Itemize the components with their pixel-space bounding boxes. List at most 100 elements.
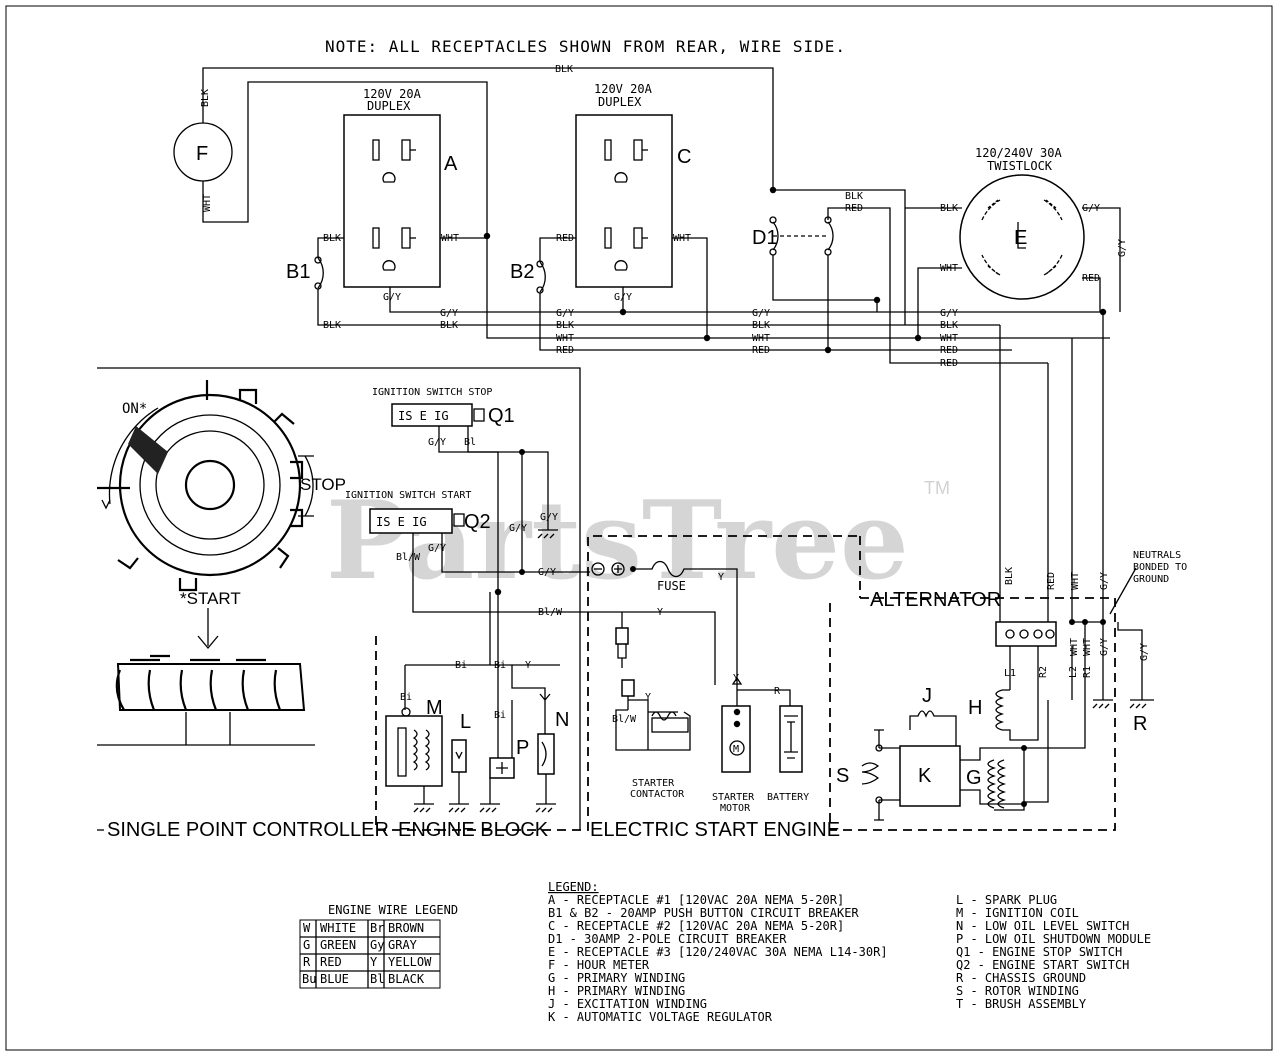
primary-winding-g: G	[960, 700, 1086, 811]
svg-text:Bu: Bu	[302, 972, 316, 986]
wire-label-y-block: Y	[525, 660, 531, 671]
svg-text:MOTOR: MOTOR	[720, 803, 751, 814]
legend-b: B1 & B2 - 20AMP PUSH BUTTON CIRCUIT BREA…	[548, 906, 859, 920]
wire-label-y-starter: Y	[657, 607, 663, 618]
wire-label-wht-a: WHT	[441, 233, 459, 244]
svg-text:S: S	[836, 765, 849, 787]
svg-text:CONTACTOR: CONTACTOR	[630, 789, 685, 800]
legend-e: E - RECEPTACLE #3 [120/240VAC 30A NEMA L…	[548, 945, 888, 959]
ignition-coil-m: M	[385, 697, 443, 787]
wire-label-gy-q1: G/Y	[428, 437, 446, 448]
svg-text:YELLOW: YELLOW	[388, 955, 432, 969]
svg-text:Bl: Bl	[370, 972, 384, 986]
wire-label-wht-3: WHT	[752, 333, 770, 344]
svg-text:K: K	[918, 765, 932, 787]
svg-text:Q1: Q1	[488, 405, 515, 427]
section-engine-block: ENGINE BLOCK	[398, 819, 549, 841]
blk-wire-d1-out	[773, 189, 906, 325]
wht-wire-f	[202, 81, 488, 236]
legend-l: L - SPARK PLUG	[956, 893, 1057, 907]
wire-label-l1: L1	[1004, 668, 1016, 679]
svg-text:Y: Y	[733, 673, 739, 684]
svg-text:W: W	[303, 921, 311, 935]
legend-m: M - IGNITION COIL	[956, 906, 1079, 920]
svg-text:IS E IG: IS E IG	[376, 515, 427, 529]
blk-wire-b1	[317, 289, 700, 326]
red-wire-c	[539, 237, 576, 262]
legend-a: A - RECEPTACLE #1 [120VAC 20A NEMA 5-20R…	[548, 893, 844, 907]
wire-label-gy-2: G/Y	[556, 308, 574, 319]
watermark: PartsTree	[326, 478, 909, 604]
wire-label-wht-l2: WHT	[1069, 638, 1080, 656]
wire-label-red-e: RED	[1082, 273, 1100, 284]
svg-text:120V 20A: 120V 20A	[363, 87, 422, 101]
engine-block-boundary	[375, 535, 860, 831]
svg-text:E: E	[1014, 227, 1027, 249]
red-wire-d1-out	[827, 207, 1048, 364]
svg-text:BLUE: BLUE	[320, 972, 349, 986]
svg-text:H: H	[968, 697, 982, 719]
svg-text:P: P	[516, 737, 529, 759]
legend: LEGEND: A - RECEPTACLE #1 [120VAC 20A NE…	[548, 880, 1151, 1024]
wire-label-gy-e: G/Y	[1082, 203, 1100, 214]
wire-label-r2: R2	[1038, 666, 1049, 678]
note-text: NOTE: ALL RECEPTACLES SHOWN FROM REAR, W…	[325, 37, 846, 56]
wire-label-blw-q2: Bl/W	[396, 552, 421, 563]
low-oil-module-p: P	[489, 737, 529, 779]
alternator-boundary	[829, 536, 1116, 831]
wht-wire-e	[917, 267, 962, 338]
receptacle-c: 120V 20A DUPLEX C	[575, 82, 691, 288]
blw-wire-starter	[575, 611, 716, 685]
wht-wire-c	[672, 237, 708, 338]
neutrals-line-3: GROUND	[1133, 574, 1169, 585]
svg-text:STARTER: STARTER	[712, 792, 755, 803]
legend-j: J - EXCITATION WINDING	[548, 997, 707, 1011]
svg-text:Br: Br	[370, 921, 384, 935]
wire-label-red-3: RED	[752, 345, 770, 356]
wire-label-bi-3: Bi	[400, 692, 412, 703]
ignition-switch-stop: IGNITION SWITCH STOP IS E IG Q1	[372, 387, 515, 427]
section-electric-start-engine: ELECTRIC START ENGINE	[590, 819, 840, 841]
wire-label-red-d1: RED	[845, 203, 863, 214]
wire-label-wht-c: WHT	[673, 233, 691, 244]
gy-wire-q2	[441, 533, 590, 573]
svg-text:BLACK: BLACK	[388, 972, 425, 986]
legend-h: H - PRIMARY WINDING	[548, 984, 685, 998]
svg-text:120V 20A: 120V 20A	[594, 82, 653, 96]
svg-text:B2: B2	[510, 261, 534, 283]
svg-text:Q2: Q2	[464, 511, 491, 533]
wire-label-gy-3: G/Y	[752, 308, 770, 319]
blk-wire-top	[202, 67, 774, 190]
svg-text:BATTERY: BATTERY	[767, 792, 809, 803]
svg-text:IS E IG: IS E IG	[398, 409, 449, 423]
wire-label-gy-1: G/Y	[440, 308, 458, 319]
svg-text:B1: B1	[286, 261, 310, 283]
svg-text:RED: RED	[320, 955, 342, 969]
wire-label-blk-a: BLK	[323, 233, 341, 244]
fuse-wire	[636, 560, 738, 706]
receptacle-a: 120V 20A DUPLEX A	[343, 87, 458, 288]
battery-negative-terminal	[591, 562, 605, 576]
wire-label-gy-q2-right: G/Y	[538, 567, 556, 578]
svg-text:R: R	[303, 955, 311, 969]
svg-text:STOP: STOP	[300, 475, 346, 494]
rotor-winding-s: S	[836, 729, 900, 821]
wire-label-gy-a: G/Y	[383, 292, 401, 303]
svg-text:GREEN: GREEN	[320, 938, 356, 952]
wht-bus	[486, 236, 1110, 339]
section-single-point-controller: SINGLE POINT CONTROLLER	[107, 819, 389, 841]
legend-k: K - AUTOMATIC VOLTAGE REGULATOR	[548, 1010, 773, 1024]
legend-p: P - LOW OIL SHUTDOWN MODULE	[956, 932, 1151, 946]
svg-text:DUPLEX: DUPLEX	[367, 99, 411, 113]
wire-label-red-5: RED	[940, 358, 958, 369]
legend-r: R - CHASSIS GROUND	[956, 971, 1086, 985]
wire-label-blk-4: BLK	[940, 320, 958, 331]
primary-winding-h: H	[968, 680, 1039, 741]
svg-text:*START: *START	[180, 589, 241, 608]
breaker-d1: D1	[752, 186, 834, 256]
wire-label-gy-chassis: G/Y	[1139, 643, 1150, 661]
wire-label-wht-r1: WHT	[1082, 638, 1093, 656]
svg-text:M: M	[426, 697, 443, 719]
svg-text:Y: Y	[645, 692, 651, 703]
